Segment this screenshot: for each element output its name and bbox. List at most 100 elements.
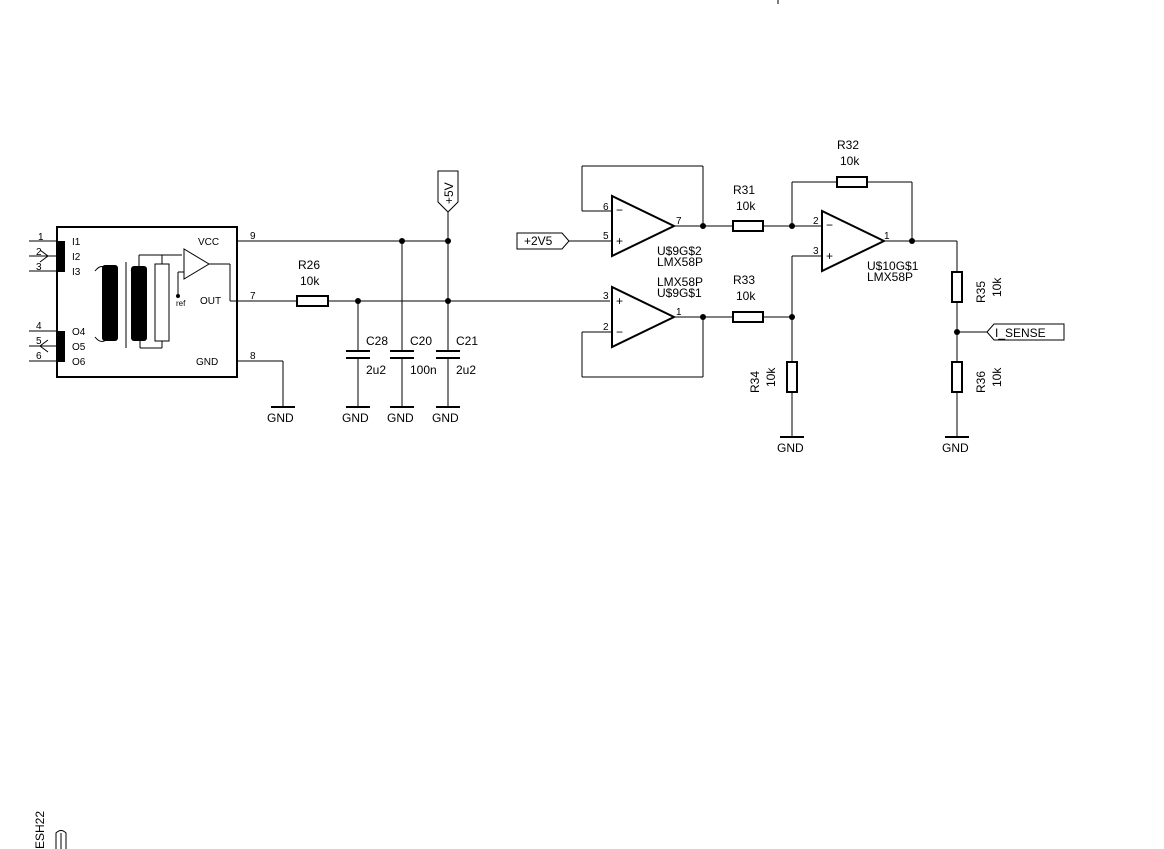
pin-num-7: 7 <box>250 291 256 302</box>
pin-num-5: 5 <box>36 336 42 347</box>
gnd-label: GND <box>942 441 969 455</box>
resistor-r26[interactable]: R26 10k <box>296 258 329 307</box>
pin-num-6: 6 <box>36 351 42 362</box>
pin-num: 1 <box>884 231 890 242</box>
c28-name: C28 <box>366 334 388 348</box>
junction <box>399 238 405 244</box>
pin-label-o4: O4 <box>72 327 86 338</box>
resistor-r36[interactable]: R36 10k GND <box>942 361 1004 455</box>
sensor-designator: ESH22 <box>33 811 47 849</box>
opamp-plus-sign: + <box>616 234 623 248</box>
pin-label-o5: O5 <box>72 342 86 353</box>
current-in-arrow-icon <box>39 249 49 263</box>
r34-value: 10k <box>764 367 778 387</box>
u9g2-name: U$9G$2 <box>657 244 702 258</box>
c28-value: 2u2 <box>366 363 386 377</box>
pin-label-i2: I2 <box>72 252 81 263</box>
pin-num: 1 <box>676 307 682 318</box>
port-2v5-label: +2V5 <box>524 234 553 248</box>
pin-label-o6: O6 <box>72 357 86 368</box>
r32-value: 10k <box>840 154 860 168</box>
gnd-label: GND <box>387 411 414 425</box>
u9g1-name: U$9G$1 <box>657 286 702 300</box>
gnd-label: GND <box>432 411 459 425</box>
r26-value: 10k <box>300 274 320 288</box>
pin-num: 7 <box>676 216 682 227</box>
resistor-r33[interactable]: R33 10k <box>732 273 764 323</box>
c20-value: 100n <box>410 363 437 377</box>
opamp-plus-sign: + <box>826 249 833 263</box>
resistor-r35[interactable]: R35 10k <box>951 271 1004 303</box>
pin-label-gnd: GND <box>196 357 218 368</box>
capacitor-c28[interactable]: C28 2u2 GND <box>342 301 388 425</box>
pin-num: 2 <box>603 322 609 333</box>
primary-conductor-out <box>57 331 65 362</box>
supply-5v-label: +5V <box>442 182 456 204</box>
capacitor-c20[interactable]: C20 100n GND <box>387 241 437 425</box>
opamp-u9g2[interactable]: − + 6 5 7 U$9G$2 LMX58P <box>603 194 703 269</box>
resistor-r31[interactable]: R31 10k <box>732 183 764 232</box>
current-out-arrow-icon <box>39 339 49 353</box>
r31-name: R31 <box>733 183 755 197</box>
pin-num: 6 <box>603 202 609 213</box>
junction <box>700 314 706 320</box>
pin-num-3: 3 <box>36 262 42 273</box>
pin-num-8: 8 <box>250 351 256 362</box>
pin-num: 3 <box>813 246 819 257</box>
capacitor-c21[interactable]: C21 2u2 GND <box>432 241 478 425</box>
u10g1-name: U$10G$1 <box>867 259 919 273</box>
r35-value: 10k <box>990 277 1004 297</box>
r31-value: 10k <box>736 199 756 213</box>
pin-label-i1: I1 <box>72 237 81 248</box>
pin-num: 2 <box>813 216 819 227</box>
r33-value: 10k <box>736 289 756 303</box>
opamp-minus-sign: − <box>826 218 833 232</box>
opamp-minus-sign: − <box>616 203 623 217</box>
r32-name: R32 <box>837 138 859 152</box>
gnd-label: GND <box>267 411 294 425</box>
resistor-r34[interactable]: R34 10k GND <box>748 361 804 455</box>
opamp-minus-sign: − <box>616 325 623 339</box>
opamp-u10g1[interactable]: − + 2 3 1 U$10G$1 LMX58P <box>813 209 919 284</box>
port-2v5[interactable]: +2V5 <box>516 232 570 250</box>
sensor-core-icon <box>94 248 231 349</box>
opamp-u9g1[interactable]: + − 3 2 1 LMX58P U$9G$1 <box>603 275 703 349</box>
junction <box>445 238 451 244</box>
u9g1-part: LMX58P <box>657 275 703 289</box>
pin-label-i3: I3 <box>72 267 81 278</box>
u10g1-part: LMX58P <box>867 270 913 284</box>
sensor-body <box>56 226 238 378</box>
port-i-sense[interactable]: I_SENSE <box>986 323 1065 341</box>
pin-num: 3 <box>603 291 609 302</box>
pin-num: 5 <box>603 231 609 242</box>
pin-label-ref: ref <box>176 299 186 308</box>
resistor-r32[interactable]: R32 10k <box>836 138 868 188</box>
gnd-label: GND <box>777 441 804 455</box>
current-sensor-esh22[interactable]: 1 2 3 4 5 6 I1 I2 I3 O4 O5 O6 VCC OUT GN… <box>29 226 238 849</box>
junction <box>909 238 915 244</box>
c20-name: C20 <box>410 334 432 348</box>
u9g2-part: LMX58P <box>657 255 703 269</box>
opamp-plus-sign: + <box>616 294 623 308</box>
primary-conductor-in <box>57 241 65 272</box>
pin-num-9: 9 <box>250 231 256 242</box>
pin-num-1: 1 <box>38 232 44 243</box>
pin-num-2: 2 <box>36 247 42 258</box>
c21-name: C21 <box>456 334 478 348</box>
junction <box>700 223 706 229</box>
r26-name: R26 <box>298 258 320 272</box>
r35-name: R35 <box>974 281 988 303</box>
gnd-label: GND <box>342 411 369 425</box>
sensor-symbol-icon <box>55 830 67 849</box>
r34-name: R34 <box>748 371 762 393</box>
r36-name: R36 <box>974 371 988 393</box>
r33-name: R33 <box>733 273 755 287</box>
pin-label-vcc: VCC <box>198 237 219 248</box>
pin-num-4: 4 <box>36 321 42 332</box>
r36-value: 10k <box>990 367 1004 387</box>
gnd-symbol: GND <box>267 406 295 425</box>
c21-value: 2u2 <box>456 363 476 377</box>
supply-5v: +5V <box>437 170 459 241</box>
port-i-sense-label: I_SENSE <box>995 326 1046 340</box>
